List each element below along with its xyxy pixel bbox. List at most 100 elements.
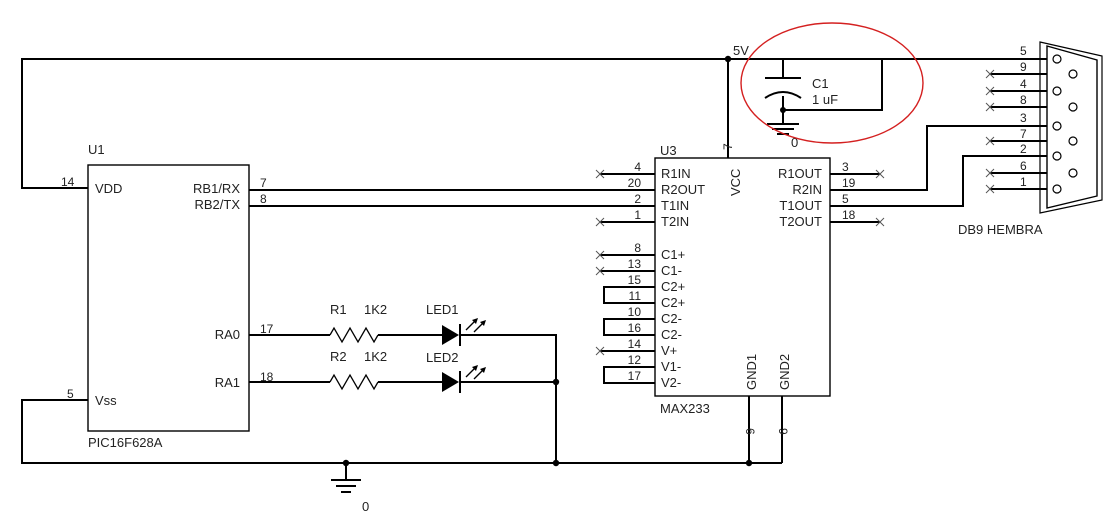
wire-led1-gnd <box>460 334 557 463</box>
u1-pin-rb2-name: RB2/TX <box>194 197 240 212</box>
u3-pin-num: 2 <box>634 192 641 206</box>
wire-r2in-db9-3 <box>830 125 1047 191</box>
u3-pin-t1out: T1OUT <box>779 198 822 213</box>
led1-ref: LED1 <box>426 302 459 317</box>
u3-pin-vplus: V+ <box>661 343 677 358</box>
u3-pin-r1out: R1OUT <box>778 166 822 181</box>
jumper-v-minus <box>603 366 655 384</box>
u1-pin-rb1-num: 7 <box>260 176 267 190</box>
u1-pin-ra0-name: RA0 <box>215 327 240 342</box>
jumper-c2plus <box>603 286 655 304</box>
c1-ground-icon: 0 <box>767 123 799 150</box>
capacitor-c1: C1 1 uF <box>764 76 838 107</box>
u3-pin-gnd2-name: GND2 <box>777 354 792 390</box>
u3-right-pins: R1OUT R2IN T1OUT T2OUT 3 19 5 18 <box>778 160 856 229</box>
u1-pin-rb2-num: 8 <box>260 192 267 206</box>
c1-ref: C1 <box>812 76 829 91</box>
led2-diode-icon: LED2 <box>426 350 486 393</box>
db9-pin-num: 8 <box>1020 93 1027 107</box>
u3-pin-t2out: T2OUT <box>779 214 822 229</box>
u3-pin-r2in: R2IN <box>792 182 822 197</box>
u3-max233: U3 MAX233 R1IN R2OUT T1IN T2IN C1+ C1- C… <box>628 143 856 435</box>
u3-pin-v2minus: V2- <box>661 375 681 390</box>
u3-pin-num: 16 <box>628 321 642 335</box>
wires <box>21 58 1047 480</box>
db9-pin-num: 7 <box>1020 127 1027 141</box>
u3-pin-num: 5 <box>842 192 849 206</box>
main-ground-icon: 0 <box>331 479 369 514</box>
u3-pin-gnd1-num: 6 <box>743 428 757 435</box>
u3-pin-c2plus-b: C2+ <box>661 295 685 310</box>
r1-ref: R1 <box>330 302 347 317</box>
u3-pin-num: 14 <box>628 337 642 351</box>
u1-pin-vss-num: 5 <box>67 387 74 401</box>
u3-pin-num: 17 <box>628 369 642 383</box>
wire-vdd-5v <box>21 58 1047 189</box>
db9-pin-numbers: 5 9 4 8 3 7 2 6 1 <box>1020 44 1027 189</box>
u3-pin-num: 4 <box>634 160 641 174</box>
u1-pin-rb1-name: RB1/RX <box>193 181 240 196</box>
u3-pin-c1minus: C1- <box>661 263 682 278</box>
u3-pin-num: 10 <box>628 305 642 319</box>
db9-pin-num: 6 <box>1020 159 1027 173</box>
u3-pin-vcc-name: VCC <box>728 169 743 196</box>
u3-pin-num: 3 <box>842 160 849 174</box>
u1-pin-vdd-name: VDD <box>95 181 122 196</box>
jumper-c2minus <box>603 318 655 336</box>
db9-pin-num: 4 <box>1020 77 1027 91</box>
u1-part: PIC16F628A <box>88 435 163 450</box>
u3-ref: U3 <box>660 143 677 158</box>
u3-pin-num: 12 <box>628 353 642 367</box>
u1-pin-ra1-num: 18 <box>260 370 274 384</box>
r2-ref: R2 <box>330 349 347 364</box>
u3-pin-num: 15 <box>628 273 642 287</box>
resistor-r1: R1 1K2 <box>329 302 387 344</box>
db9-pin-num: 5 <box>1020 44 1027 58</box>
wire-t1out-db9-2 <box>830 155 1047 207</box>
db9-pin-num: 9 <box>1020 60 1027 74</box>
ground-label: 0 <box>362 499 369 514</box>
db9-connector: 5 9 4 8 3 7 2 6 1 DB9 HEMBRA <box>958 41 1103 237</box>
u3-part: MAX233 <box>660 401 710 416</box>
annotation-ellipse <box>740 22 924 144</box>
u3-pin-num: 8 <box>634 241 641 255</box>
u3-pin-t1in: T1IN <box>661 198 689 213</box>
u1-pic: U1 PIC16F628A VDD 14 RB1/RX 7 RB2/TX 8 R… <box>61 142 274 450</box>
led1-diode-icon: LED1 <box>426 302 486 346</box>
u3-pin-gnd2-num: 9 <box>776 428 790 435</box>
wire-vss-gnd <box>21 399 782 464</box>
u3-pin-num: 1 <box>634 208 641 222</box>
u3-pin-num: 20 <box>628 176 642 190</box>
u3-pin-r2out: R2OUT <box>661 182 705 197</box>
u3-pin-num: 19 <box>842 176 856 190</box>
wire-c1-db9 <box>783 59 883 111</box>
db9-pin-num: 3 <box>1020 111 1027 125</box>
u1-pin-vss-name: Vss <box>95 393 117 408</box>
u1-pin-ra1-name: RA1 <box>215 375 240 390</box>
u3-pin-c2plus-a: C2+ <box>661 279 685 294</box>
db9-pin-circles <box>1052 54 1078 194</box>
u3-left-pin-names: R1IN R2OUT T1IN T2IN C1+ C1- C2+ C2+ C2-… <box>661 166 705 390</box>
u3-pin-c1plus: C1+ <box>661 247 685 262</box>
u3-pin-gnd1-name: GND1 <box>744 354 759 390</box>
c1-ground-label: 0 <box>791 135 798 150</box>
u1-ref: U1 <box>88 142 105 157</box>
u3-pin-c2minus-a: C2- <box>661 311 682 326</box>
u3-pin-num: 11 <box>629 289 642 303</box>
r2-value: 1K2 <box>364 349 387 364</box>
db9-pin-num: 2 <box>1020 142 1027 156</box>
db9-pin-num: 1 <box>1020 175 1027 189</box>
wire-c1-top <box>728 58 784 78</box>
u1-pin-ra0-num: 17 <box>260 322 274 336</box>
u3-left-pin-numbers: 4 20 2 1 8 13 15 11 10 16 14 12 17 <box>628 160 642 383</box>
u3-pin-num: 18 <box>842 208 856 222</box>
u3-pin-v1minus: V1- <box>661 359 681 374</box>
led2-ref: LED2 <box>426 350 459 365</box>
db9-name: DB9 HEMBRA <box>958 222 1043 237</box>
u3-pin-r1in: R1IN <box>661 166 691 181</box>
r1-value: 1K2 <box>364 302 387 317</box>
junctions <box>342 55 786 467</box>
u3-pin-num: 13 <box>628 257 642 271</box>
u1-pin-vdd-num: 14 <box>61 175 75 189</box>
